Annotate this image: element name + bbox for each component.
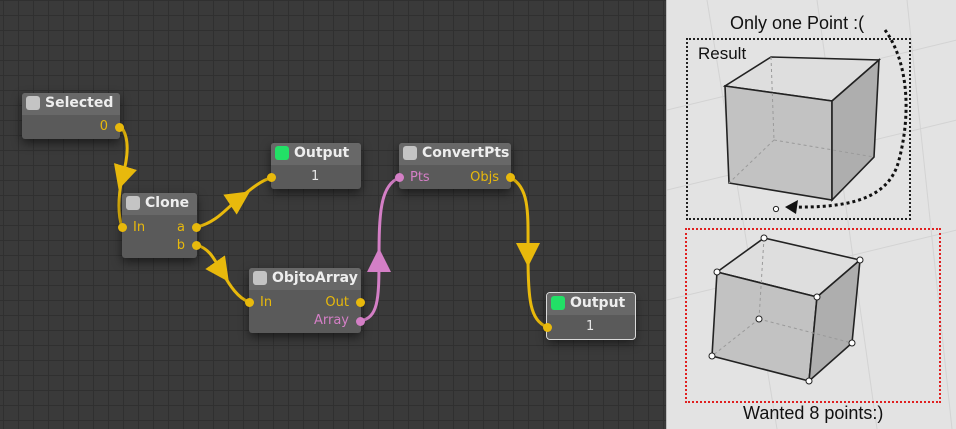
output-label-out: Out: [325, 295, 349, 310]
input-port-in[interactable]: [245, 298, 254, 307]
wire-clone-a-to-output: [196, 191, 250, 229]
output-port-out[interactable]: [356, 298, 365, 307]
node-header[interactable]: Output: [271, 143, 361, 165]
wanted-frame: [685, 228, 941, 403]
enable-checkbox[interactable]: [26, 96, 40, 110]
node-title: Output: [294, 145, 350, 161]
output-label-b: b: [176, 238, 185, 253]
output-label-array: Array: [313, 313, 349, 328]
enable-checkbox[interactable]: [253, 271, 267, 285]
bottom-caption: Wanted 8 points:): [743, 403, 884, 423]
enable-checkbox[interactable]: [551, 296, 565, 310]
wire-selected-to-clone: [113, 127, 137, 190]
wire-clone-b-to-objtoarray: [196, 243, 229, 282]
node-title: Output: [570, 295, 626, 311]
wire-array-to-convertpts: [359, 248, 391, 323]
output-label-objs: Objs: [470, 170, 499, 185]
result-label: Result: [698, 44, 747, 63]
result-frame: [686, 38, 911, 220]
node-objtoarray[interactable]: ObjtoArray In Out Array: [245, 268, 365, 333]
top-caption: Only one Point :(: [730, 13, 865, 33]
arrow-path: [790, 29, 908, 209]
node-graph-canvas[interactable]: Selected 0 Clone In a b Output 1 ObjtoAr…: [0, 0, 666, 429]
node-header[interactable]: Clone: [122, 193, 197, 215]
node-output-2[interactable]: Output 1: [543, 292, 636, 340]
input-port-pts[interactable]: [395, 173, 404, 182]
node-header[interactable]: ConvertPts: [399, 143, 511, 165]
node-header[interactable]: Selected: [22, 93, 120, 115]
output-port-objs[interactable]: [506, 173, 515, 182]
node-header[interactable]: Output: [547, 293, 635, 315]
input-label-pts: Pts: [410, 170, 430, 185]
node-title: Selected: [45, 95, 114, 111]
node-selected[interactable]: Selected 0: [22, 93, 124, 139]
output-port-a[interactable]: [192, 223, 201, 232]
node-title: Clone: [145, 195, 190, 211]
output-port-b[interactable]: [192, 241, 201, 250]
enable-checkbox[interactable]: [126, 196, 140, 210]
output-value: 1: [311, 169, 320, 184]
node-output-1[interactable]: Output 1: [267, 143, 361, 189]
input-label-in: In: [133, 220, 146, 235]
node-convertpts[interactable]: ConvertPts Pts Objs: [395, 143, 515, 189]
viewport-panel[interactable]: Only one Point :( Result W: [666, 0, 956, 429]
node-header[interactable]: ObjtoArray: [249, 268, 361, 290]
input-port[interactable]: [267, 173, 276, 182]
output-port[interactable]: [115, 123, 124, 132]
enable-checkbox[interactable]: [275, 146, 289, 160]
connection-wires: [113, 127, 548, 329]
output-label-a: a: [177, 220, 185, 235]
enable-checkbox[interactable]: [403, 146, 417, 160]
input-port[interactable]: [543, 323, 552, 332]
output-value-label: 0: [99, 119, 108, 134]
node-clone[interactable]: Clone In a b: [118, 193, 201, 258]
arrow-head: [785, 200, 798, 214]
result-cube: [722, 29, 908, 214]
output-port-array[interactable]: [356, 317, 365, 326]
wanted-cube: [708, 234, 864, 385]
output-value: 1: [586, 319, 595, 334]
input-label-in: In: [260, 295, 273, 310]
input-port-in[interactable]: [118, 223, 127, 232]
node-title: ObjtoArray: [272, 270, 358, 286]
node-title: ConvertPts: [422, 145, 510, 161]
wire-objs-to-output: [510, 176, 541, 267]
